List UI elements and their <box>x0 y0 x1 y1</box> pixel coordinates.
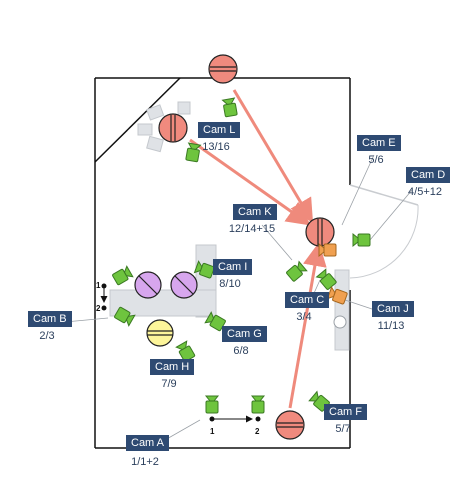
actor-purple-1 <box>134 271 162 299</box>
cam-c-label: Cam C <box>285 292 330 308</box>
dolly-track-b: 1 2 <box>96 281 108 313</box>
actor-yellow <box>146 319 174 347</box>
camera-icon <box>251 395 265 414</box>
cam-k-shots: 12/14+15 <box>228 223 276 235</box>
actors <box>134 54 335 440</box>
camera-icon <box>352 233 371 247</box>
arrow-bottom-actor <box>288 242 327 409</box>
dolly-end-label: 2 <box>255 427 260 436</box>
cam-f-shots: 5/7 <box>335 423 351 435</box>
dolly-b-start-label: 1 <box>96 281 101 290</box>
cam-f-label: Cam F <box>324 404 367 420</box>
camera-icon <box>222 97 238 118</box>
camera-icon-orange <box>318 243 337 257</box>
cam-e-label: Cam E <box>357 135 401 151</box>
cam-d-label: Cam D <box>406 167 451 183</box>
cam-a-label: Cam A <box>126 435 170 451</box>
actor-top <box>208 54 238 84</box>
camera-icon <box>111 265 134 286</box>
camera-icon <box>205 395 219 414</box>
camera-icon <box>285 261 308 283</box>
cam-b-shots: 2/3 <box>39 330 55 342</box>
actor-purple-2 <box>170 271 198 299</box>
dolly-track-a: 1 2 <box>209 415 261 436</box>
cam-e-shots: 5/6 <box>368 154 384 166</box>
cam-j-label: Cam J <box>372 301 414 317</box>
door-swing <box>349 184 419 279</box>
cam-h-shots: 7/9 <box>161 378 177 390</box>
cam-k-label: Cam K <box>233 204 277 220</box>
actor-l <box>158 113 188 143</box>
cam-d-shots: 4/5+12 <box>408 186 442 198</box>
cam-h-label: Cam H <box>150 359 195 375</box>
cam-a-shots: 1/1+2 <box>131 456 159 468</box>
arrow-l-actor <box>189 138 311 226</box>
dolly-start-label: 1 <box>210 427 215 436</box>
cam-i-shots: 8/10 <box>219 278 241 290</box>
cam-l-label: Cam L <box>198 122 241 138</box>
cam-i-label: Cam I <box>213 259 253 275</box>
cam-l-shots: 13/16 <box>202 141 230 153</box>
actor-k <box>305 217 335 247</box>
camera-icon <box>316 268 338 291</box>
furniture <box>109 101 350 351</box>
cam-g-shots: 6/8 <box>233 345 249 357</box>
dolly-b-end-label: 2 <box>96 304 101 313</box>
cam-j-shots: 11/13 <box>377 320 405 332</box>
cam-b-label: Cam B <box>28 311 72 327</box>
cam-c-shots: 3/4 <box>296 311 312 323</box>
movement-arrows <box>189 89 327 409</box>
actor-bottom <box>275 410 305 440</box>
cam-g-label: Cam G <box>222 326 267 342</box>
arrow-top-actor <box>232 89 314 224</box>
camera-icon <box>185 142 201 163</box>
